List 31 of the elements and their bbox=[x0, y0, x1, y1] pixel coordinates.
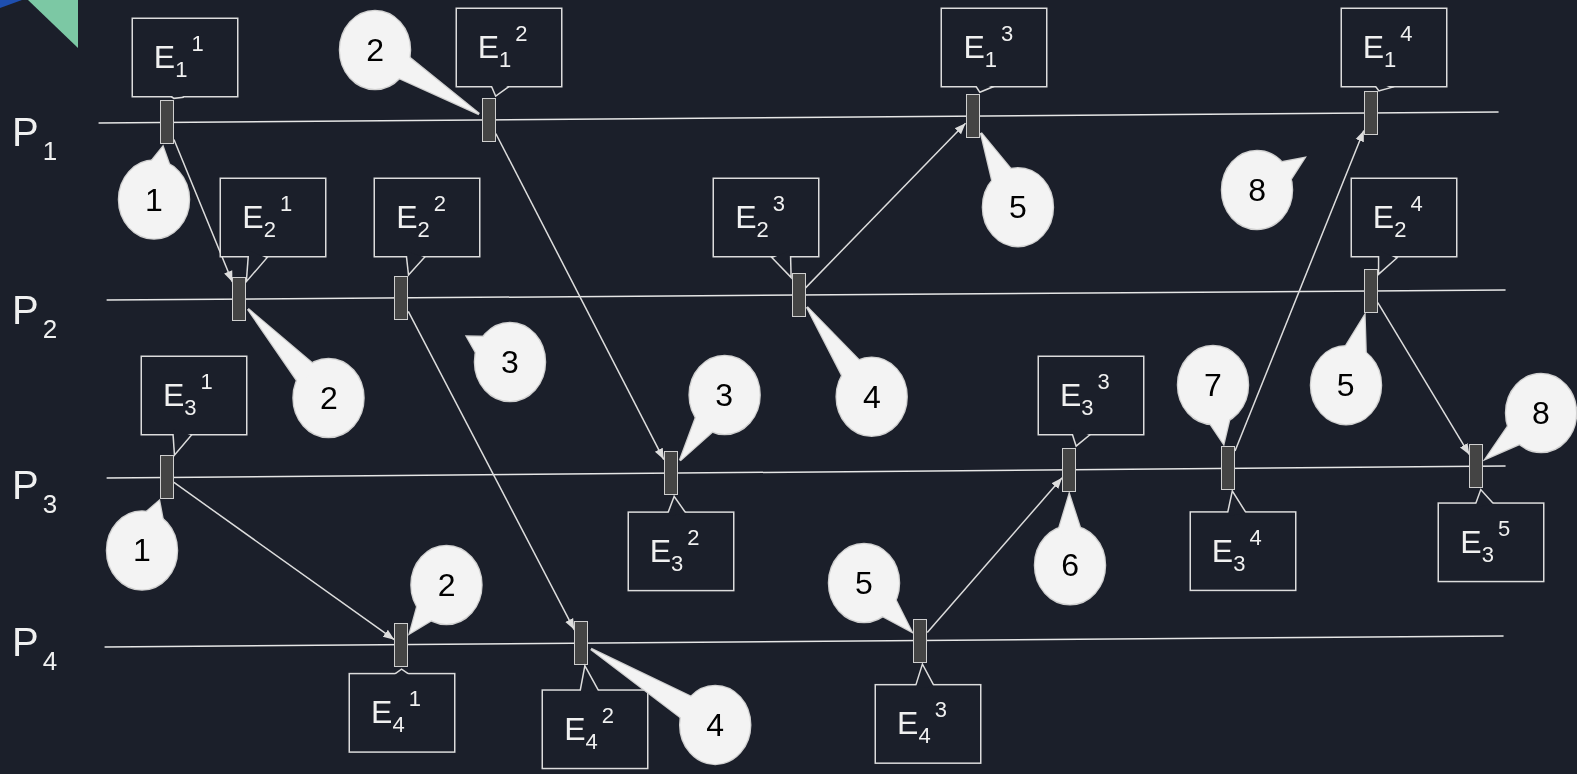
process-label: P$_{2}$ bbox=[12, 290, 58, 343]
event-bar bbox=[574, 621, 589, 666]
event-bar bbox=[1469, 444, 1484, 489]
event-bar bbox=[1363, 268, 1378, 313]
message-arrow bbox=[407, 310, 576, 631]
process-label: P$_{3}$ bbox=[12, 465, 58, 518]
event-bar bbox=[1062, 447, 1077, 492]
event-bar bbox=[159, 455, 174, 500]
message-arrow bbox=[1234, 129, 1365, 452]
event-bar bbox=[1221, 446, 1235, 491]
event-bar bbox=[394, 622, 409, 667]
clock-value-bubble: 4 bbox=[806, 306, 909, 438]
event-bar bbox=[481, 97, 496, 142]
message-arrow bbox=[926, 477, 1063, 634]
event-bar bbox=[1363, 91, 1378, 135]
event-bar bbox=[663, 451, 678, 496]
message-arrow bbox=[173, 138, 234, 283]
event-bar bbox=[394, 275, 409, 320]
event-bar bbox=[913, 618, 928, 663]
process-label: P$_{4}$ bbox=[12, 622, 58, 675]
message-arrow bbox=[804, 122, 967, 289]
event-bar bbox=[232, 277, 247, 322]
message-arrow bbox=[495, 132, 665, 461]
clock-value-bubble: 2 bbox=[338, 9, 481, 116]
message-arrow bbox=[1377, 301, 1471, 456]
message-arrow bbox=[173, 481, 396, 641]
clock-value-bubble: 2 bbox=[247, 308, 366, 439]
event-bar bbox=[791, 273, 806, 318]
process-label: P$_{1}$ bbox=[12, 112, 58, 165]
event-bar bbox=[159, 100, 174, 145]
event-bar bbox=[965, 94, 980, 139]
